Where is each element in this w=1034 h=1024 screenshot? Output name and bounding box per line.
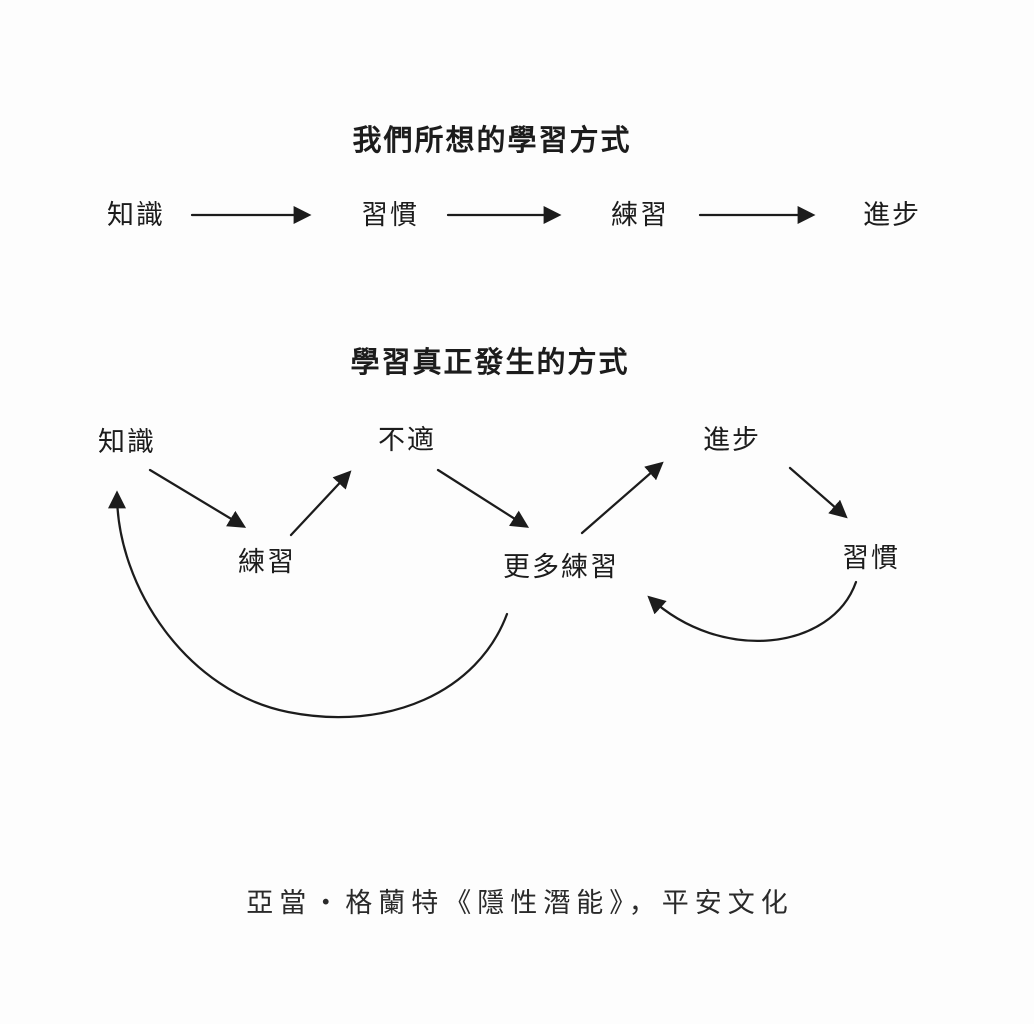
real-node-habit: 習慣 [842, 543, 900, 574]
ideal-node-progress: 進步 [863, 200, 921, 231]
real-arrow-practice-to-discomfort [289, 470, 352, 537]
real-node-discomfort: 不適 [378, 425, 436, 456]
real-node-more-practice: 更多練習 [503, 552, 619, 583]
ideal-node-habit: 習慣 [361, 200, 419, 231]
real-node-knowledge: 知識 [98, 427, 156, 458]
ideal-diagram-title: 我們所想的學習方式 [352, 123, 631, 157]
real-arrow-knowledge-to-practice [148, 468, 247, 528]
real-node-practice: 練習 [238, 547, 296, 578]
real-loop-more-practice-to-knowledge [108, 490, 509, 719]
real-arrow-discomfort-to-more-practice [436, 468, 530, 528]
real-arrow-more-practice-to-progress [580, 461, 664, 535]
real-loop-habit-to-more-practice [647, 580, 858, 642]
ideal-node-knowledge: 知識 [107, 200, 165, 231]
ideal-node-practice: 練習 [611, 200, 669, 231]
real-node-progress: 進步 [703, 425, 761, 456]
source-caption: 亞當・格蘭特《隱性潛能》，平安文化 [246, 888, 794, 919]
real-arrow-progress-to-habit [788, 466, 848, 519]
real-diagram-title: 學習真正發生的方式 [350, 345, 629, 379]
